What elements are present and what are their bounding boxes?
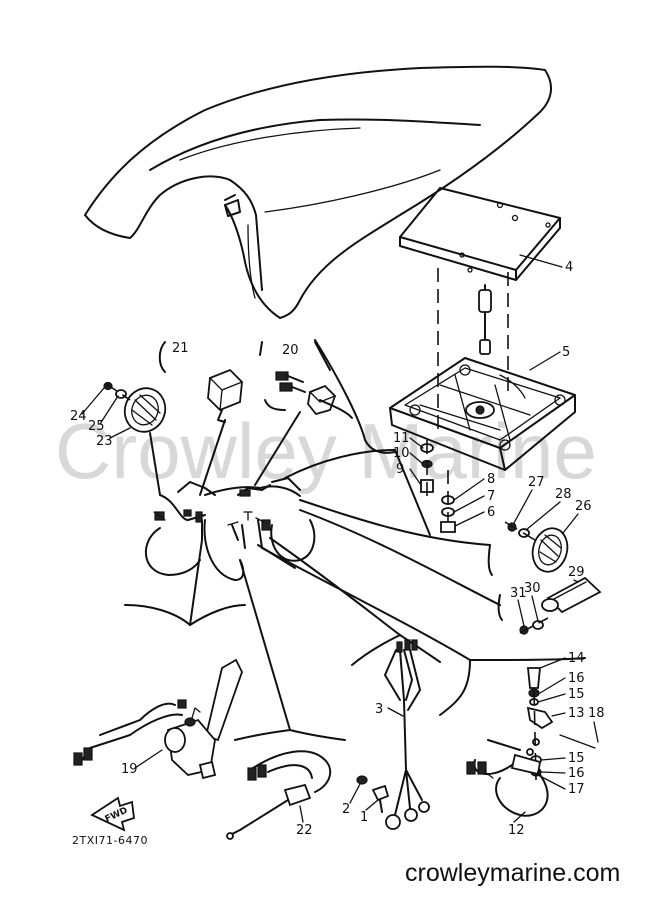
callout-15-upper: 15 (568, 687, 585, 702)
callout-7: 7 (487, 489, 495, 504)
callout-1: 1 (360, 810, 368, 825)
callout-ticks (81, 254, 599, 823)
callout-27: 27 (528, 475, 545, 490)
callout-10: 10 (393, 446, 410, 461)
callout-30: 30 (524, 581, 541, 596)
callout-23: 23 (96, 434, 113, 449)
callout-8: 8 (487, 472, 495, 487)
lead-wire-illustration (226, 750, 332, 840)
callout-18: 18 (588, 706, 605, 721)
callout-14: 14 (568, 651, 585, 666)
callout-15-lower: 15 (568, 751, 585, 766)
callout-11: 11 (393, 431, 410, 446)
main-harness-illustration (145, 477, 316, 581)
callout-13: 13 (568, 706, 585, 721)
callout-19: 19 (121, 762, 138, 777)
callout-3: 3 (375, 702, 383, 717)
switch-assembly-illustration (466, 667, 596, 817)
callout-12: 12 (508, 823, 525, 838)
tail-light-illustration (504, 521, 602, 635)
callout-28: 28 (555, 487, 572, 502)
start-switch-illustration (73, 658, 243, 780)
callout-29: 29 (568, 565, 585, 580)
callout-16-upper: 16 (568, 671, 585, 686)
callout-17: 17 (568, 782, 585, 797)
callout-31: 31 (510, 586, 527, 601)
leader-lines (124, 339, 586, 741)
callout-4: 4 (565, 260, 573, 275)
website-label: crowleymarine.com (405, 859, 620, 887)
callout-22: 22 (296, 823, 313, 838)
callout-2: 2 (342, 802, 350, 817)
callout-9: 9 (396, 462, 404, 477)
forward-direction-arrow: FWD (90, 796, 135, 832)
sub-harness-illustration (356, 639, 430, 830)
diagram-code: 2TXI71-6470 (72, 834, 148, 847)
callout-numbers: 4 5 21 20 24 25 23 11 10 9 8 7 6 27 28 2… (70, 260, 605, 838)
callout-16-lower: 16 (568, 766, 585, 781)
callout-20: 20 (282, 343, 299, 358)
callout-21: 21 (172, 341, 189, 356)
electrical-box-illustration (389, 187, 576, 533)
callout-26: 26 (575, 499, 592, 514)
callout-5: 5 (562, 345, 570, 360)
callout-6: 6 (487, 505, 495, 520)
seat-illustration (84, 65, 552, 319)
